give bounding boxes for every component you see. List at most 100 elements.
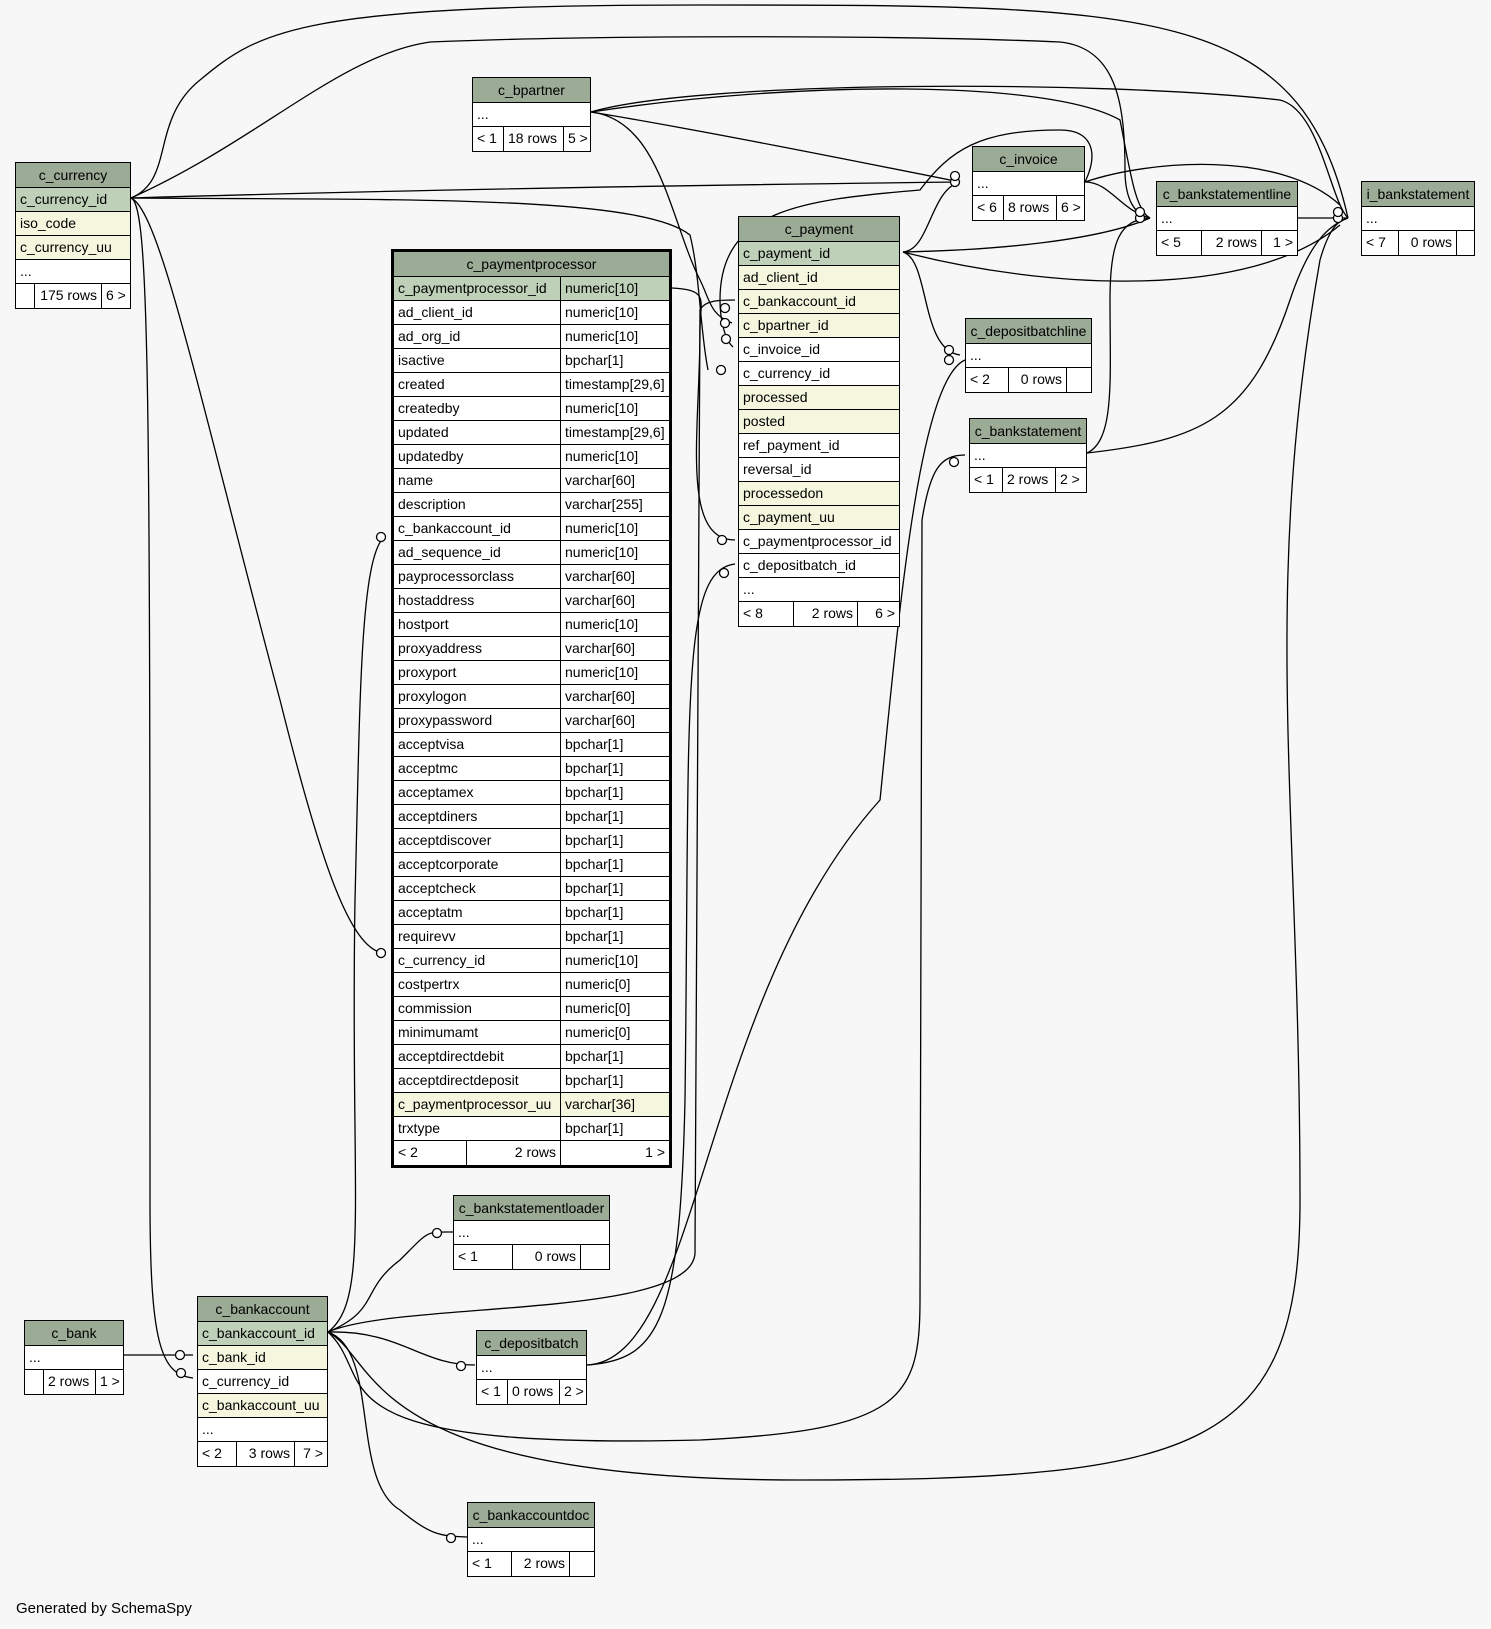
table-c-bankstatement[interactable]: c_bankstatement ... < 1 2 rows 2 >: [969, 418, 1087, 493]
table-c-bpartner[interactable]: c_bpartner ... < 1 18 rows 5 >: [472, 77, 591, 152]
parents-count[interactable]: < 1: [458, 1248, 478, 1264]
column-row[interactable]: c_bankaccount_id: [739, 290, 899, 314]
column-row[interactable]: ...: [468, 1528, 594, 1552]
column-row[interactable]: ...: [198, 1418, 327, 1442]
column-row[interactable]: ...: [16, 260, 130, 284]
column-row[interactable]: ...: [1157, 207, 1297, 231]
table-header[interactable]: i_bankstatement: [1362, 182, 1474, 207]
children-count[interactable]: 2 >: [1055, 468, 1086, 492]
children-count[interactable]: 1 >: [560, 1141, 669, 1165]
table-c-depositbatchline[interactable]: c_depositbatchline ... < 2 0 rows: [965, 318, 1092, 393]
table-header[interactable]: c_payment: [739, 217, 899, 242]
table-header[interactable]: c_invoice: [973, 147, 1084, 172]
table-header[interactable]: c_bpartner: [473, 78, 590, 103]
column-row[interactable]: c_invoice_id: [739, 338, 899, 362]
table-header[interactable]: c_bankstatementloader: [454, 1196, 609, 1221]
children-count[interactable]: 2 >: [559, 1380, 586, 1404]
column-row[interactable]: c_bank_id: [198, 1346, 327, 1370]
children-count[interactable]: [580, 1245, 609, 1269]
parents-count[interactable]: < 1: [472, 1555, 492, 1571]
table-c-currency[interactable]: c_currency c_currency_id iso_code c_curr…: [15, 162, 131, 309]
parents-count[interactable]: [25, 1370, 43, 1394]
column-row[interactable]: c_currency_uu: [16, 236, 130, 260]
parents-count[interactable]: < 1: [974, 471, 994, 487]
table-header[interactable]: c_paymentprocessor: [394, 252, 669, 277]
column-row[interactable]: c_paymentprocessor_id: [739, 530, 899, 554]
column-row[interactable]: c_currency_id: [739, 362, 899, 386]
parents-count[interactable]: < 2: [398, 1144, 418, 1160]
parents-count[interactable]: < 6: [977, 199, 997, 215]
table-header[interactable]: c_currency: [16, 163, 130, 188]
table-header[interactable]: c_depositbatchline: [966, 319, 1091, 344]
column-row[interactable]: ...: [454, 1221, 609, 1245]
children-count[interactable]: [1456, 231, 1474, 255]
children-count[interactable]: [1066, 368, 1091, 392]
parents-count[interactable]: < 8: [743, 605, 763, 621]
column-row[interactable]: ...: [477, 1356, 586, 1380]
column-row[interactable]: ...: [473, 103, 590, 127]
table-c-depositbatch[interactable]: c_depositbatch ... < 1 0 rows 2 >: [476, 1330, 587, 1405]
column-row[interactable]: c_payment_uu: [739, 506, 899, 530]
children-count[interactable]: [569, 1552, 594, 1576]
parents-count[interactable]: < 5: [1161, 234, 1181, 250]
children-count[interactable]: 6 >: [101, 284, 130, 308]
column-row[interactable]: ...: [966, 344, 1091, 368]
column-row[interactable]: c_depositbatch_id: [739, 554, 899, 578]
children-count[interactable]: 1 >: [95, 1370, 123, 1394]
parents-count[interactable]: < 1: [477, 130, 497, 146]
column-row[interactable]: ...: [739, 578, 899, 602]
table-i-bankstatement[interactable]: i_bankstatement ... < 7 0 rows: [1361, 181, 1475, 256]
column-row[interactable]: c_currency_id: [16, 188, 130, 212]
children-count[interactable]: 7 >: [294, 1442, 327, 1466]
column-row[interactable]: ref_payment_id: [739, 434, 899, 458]
parents-count[interactable]: < 7: [1366, 234, 1386, 250]
table-header[interactable]: c_bankstatement: [970, 419, 1086, 444]
column-row[interactable]: c_payment_id: [739, 242, 899, 266]
parents-count[interactable]: < 2: [202, 1445, 222, 1461]
table-c-bankstatementline[interactable]: c_bankstatementline ... < 5 2 rows 1 >: [1156, 181, 1298, 256]
table-c-bankstatementloader[interactable]: c_bankstatementloader ... < 1 0 rows: [453, 1195, 610, 1270]
column-row[interactable]: posted: [739, 410, 899, 434]
children-count[interactable]: 5 >: [563, 127, 590, 151]
table-header[interactable]: c_depositbatch: [477, 1331, 586, 1356]
table-c-bankaccount[interactable]: c_bankaccount c_bankaccount_id c_bank_id…: [197, 1296, 328, 1467]
children-count[interactable]: 1 >: [1261, 231, 1297, 255]
column-row[interactable]: c_currency_id: [198, 1370, 327, 1394]
table-header[interactable]: c_bankaccountdoc: [468, 1503, 594, 1528]
column-row[interactable]: ad_client_id: [739, 266, 899, 290]
column-row[interactable]: c_bankaccount_id: [198, 1322, 327, 1346]
column-row[interactable]: processedon: [739, 482, 899, 506]
column-row[interactable]: c_bankaccount_uu: [198, 1394, 327, 1418]
table-c-paymentprocessor[interactable]: c_paymentprocessor c_paymentprocessor_id…: [391, 249, 672, 1168]
column-row[interactable]: c_bpartner_id: [739, 314, 899, 338]
parents-count[interactable]: [16, 284, 34, 308]
children-count[interactable]: 6 >: [857, 602, 899, 626]
